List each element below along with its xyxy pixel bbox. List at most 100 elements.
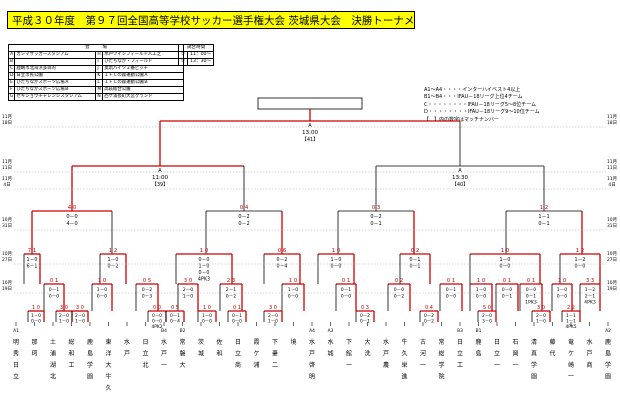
team-name-char: 立 — [13, 373, 19, 381]
team-name-char: 日 — [235, 339, 241, 346]
r64-detail: 1－1 — [566, 319, 576, 325]
r32-score: 1 0 — [477, 278, 485, 284]
team-name-char: 館 — [346, 350, 352, 358]
r16-detail: 1－0 — [199, 264, 210, 270]
r32-detail: 0－2 — [226, 293, 237, 299]
team-name-char: 日 — [13, 362, 19, 369]
team-name-char: 島 — [605, 350, 611, 358]
team-name-char: 磐 — [179, 350, 185, 358]
team-name-char: 河 — [420, 350, 426, 358]
team-name-char: 戸 — [161, 351, 167, 358]
date-month-left: 10月 — [2, 251, 12, 257]
team-name-char: 和 — [68, 350, 74, 358]
qf-score: 1 2 — [540, 205, 549, 211]
team-name-char: 水 — [124, 338, 130, 346]
team-name-char: 城 — [198, 351, 204, 358]
r32-detail: 1－0 — [97, 287, 108, 293]
date-day-left: 18日 — [2, 120, 12, 126]
r64-detail: 2－0 — [536, 313, 546, 319]
r16-detail: 4PK3 — [198, 277, 210, 283]
r32-score: 0 1 — [342, 278, 350, 284]
team-name-char: 一 — [512, 362, 518, 369]
time-id: ② — [177, 58, 189, 66]
team-name-char: 城 — [327, 351, 333, 358]
r32-detail: 1－0 — [288, 287, 299, 293]
r32-detail: 1－2 — [585, 287, 596, 293]
team-name-char: 石 — [512, 339, 518, 346]
r32-detail: 0－2 — [394, 293, 405, 299]
team-name-char: 佐 — [216, 338, 222, 346]
r32-score: 3 0 — [184, 278, 192, 284]
r64-detail: 0－0 — [152, 319, 162, 325]
team-name-char: 湖 — [50, 361, 56, 369]
r32-detail: 0－0 — [97, 293, 108, 299]
team-name-char: ケ — [253, 351, 259, 358]
qf-detail: 0－0 — [66, 214, 77, 220]
legend-line: C・・・・・・・・IFAU－18リーグ5～8位チーム — [424, 101, 537, 108]
r32-detail: 0－0 — [557, 293, 568, 299]
legend-line: D・・・・・・・・IFAU－18リーグ9～10位チーム — [424, 109, 540, 116]
team-name-char: 商 — [586, 361, 592, 369]
date-month-right: 11月 — [607, 159, 617, 165]
final-match: 【41】 — [302, 137, 318, 143]
r64-score: 0 1 — [233, 305, 241, 311]
r16-score: 1 0 — [501, 248, 510, 254]
semi-match: 【39】 — [152, 182, 168, 188]
r64-detail: 0－0 — [152, 313, 162, 319]
r16-score: 0 2 — [411, 248, 420, 254]
r32-score: 2 3 — [227, 278, 235, 284]
r64-detail: 1－0 — [536, 319, 546, 325]
team-name-char: 下 — [272, 339, 278, 346]
team-name-char: 珂 — [31, 351, 37, 358]
team-name-char: 学 — [87, 361, 93, 369]
r64-detail: 0－1 — [232, 313, 242, 319]
champion-box — [257, 97, 363, 110]
r32-detail: 0－0 — [526, 287, 537, 293]
team-name-char: 霞 — [253, 339, 259, 346]
r16-score: 1 0 — [332, 248, 341, 254]
team-name-char: 明 — [309, 374, 315, 381]
semi-time: 13:30 — [452, 175, 469, 181]
team-name-char: 明 — [13, 339, 19, 346]
team-name-char: 大 — [105, 361, 111, 369]
r32-detail: 0－1 — [446, 287, 457, 293]
team-name-char: 工 — [457, 362, 463, 369]
r64-score: 3 0 — [537, 305, 545, 311]
team-name-char: 藤 — [549, 338, 555, 346]
r16-detail: 1－0 — [500, 257, 511, 263]
team-name-char: 土 — [50, 338, 56, 346]
r16-detail: 0－2 — [108, 264, 119, 270]
team-name-char: 那 — [31, 338, 37, 346]
team-name-char: 総 — [68, 338, 74, 346]
r32-detail: 2－1 — [226, 287, 237, 293]
semi-venue: A — [458, 168, 462, 174]
r32-detail: 4PK3 — [584, 300, 596, 306]
team-name-char: 工 — [68, 362, 74, 369]
r32-detail: 2－0 — [183, 287, 194, 293]
r16-detail: 1－0 — [331, 257, 342, 263]
r16-score: 7 1 — [28, 248, 37, 254]
date-month-left: 11月 — [2, 176, 12, 182]
r64-detail: 1－0 — [202, 313, 212, 319]
team-name-char: 一 — [568, 374, 574, 381]
qf-detail: 0－1 — [370, 221, 381, 227]
team-name-char: ケ — [568, 351, 574, 358]
r16-detail: 0－0 — [575, 264, 586, 270]
r16-detail: 0－4 — [277, 264, 288, 270]
date-month-left: 10月 — [2, 217, 12, 223]
venue-l-id: G — [7, 93, 16, 101]
team-name-char: 水 — [309, 338, 315, 346]
team-name-char: 啓 — [309, 361, 315, 369]
r32-detail: 0－0 — [446, 293, 457, 299]
r64-detail: 0－2 — [360, 313, 370, 319]
team-seed-code: B2 — [180, 328, 186, 334]
team-name-char: 秀 — [13, 350, 19, 358]
date-day-right: 4日 — [608, 182, 615, 188]
team-name-char: 下 — [346, 339, 352, 346]
team-name-char: 鹿 — [87, 338, 93, 346]
qf-detail: 0－2 — [238, 214, 249, 220]
r64-score: 1 0 — [32, 305, 40, 311]
